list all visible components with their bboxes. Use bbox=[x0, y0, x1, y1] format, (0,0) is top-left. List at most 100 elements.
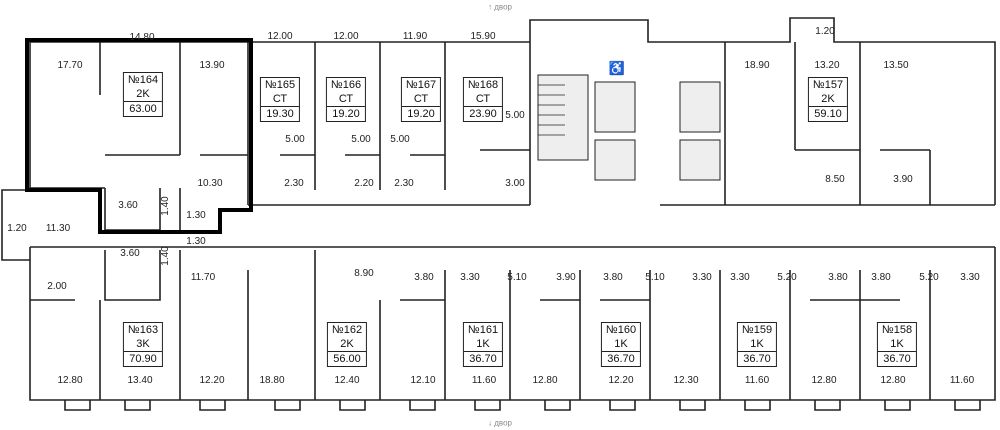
room-area: 11.30 bbox=[45, 223, 71, 234]
room-area: 11.90 bbox=[402, 31, 428, 42]
apartment-number: №161 bbox=[467, 324, 499, 336]
room-area: 5.00 bbox=[505, 110, 525, 121]
room-area: 1.40 bbox=[160, 196, 171, 216]
room-area: 18.90 bbox=[744, 60, 770, 71]
apartment-type: 2K bbox=[136, 88, 150, 100]
room-area: 10.30 bbox=[197, 178, 223, 189]
room-area: 12.20 bbox=[608, 375, 634, 386]
room-area: 3.80 bbox=[603, 272, 623, 283]
room-area: 2.20 bbox=[354, 178, 374, 189]
room-area: 12.30 bbox=[673, 375, 699, 386]
room-area: 3.30 bbox=[960, 272, 980, 283]
room-area: 3.80 bbox=[871, 272, 891, 283]
room-area: 1.30 bbox=[186, 210, 206, 221]
accessibility-icon: ♿ bbox=[608, 60, 626, 76]
apartment-number: №162 bbox=[331, 324, 363, 336]
arrow-down-icon: ↓ bbox=[488, 418, 493, 428]
apartment-type: 2K bbox=[821, 93, 835, 105]
apartment-type: СТ bbox=[475, 93, 491, 105]
yard-label-top: ↑ двор bbox=[488, 3, 512, 12]
room-area: 3.80 bbox=[414, 272, 434, 283]
apartment-area: 70.90 bbox=[123, 351, 163, 366]
room-area: 11.60 bbox=[471, 375, 497, 386]
apartment-number: №164 bbox=[127, 74, 159, 86]
room-area: 12.00 bbox=[333, 31, 359, 42]
room-area: 1.20 bbox=[815, 26, 835, 37]
apartment-number: №158 bbox=[881, 324, 913, 336]
apartment-type: 1K bbox=[750, 338, 764, 350]
room-area: 3.60 bbox=[118, 200, 138, 211]
room-area: 5.20 bbox=[777, 272, 797, 283]
room-area: 12.10 bbox=[410, 375, 436, 386]
room-area: 2.00 bbox=[47, 281, 67, 292]
yard-label-bottom: ↓ двор bbox=[488, 419, 512, 428]
room-area: 13.50 bbox=[883, 60, 909, 71]
apartment-number: №165 bbox=[264, 79, 296, 91]
room-area: 13.90 bbox=[199, 60, 225, 71]
apartment-number: №159 bbox=[741, 324, 773, 336]
room-area: 5.10 bbox=[507, 272, 527, 283]
apartment-area: 36.70 bbox=[737, 351, 777, 366]
apartment-type: СТ bbox=[413, 93, 429, 105]
apartment-number: №157 bbox=[812, 79, 844, 91]
apartment-type: СТ bbox=[272, 93, 288, 105]
room-area: 8.90 bbox=[354, 268, 374, 279]
room-area: 2.30 bbox=[284, 178, 304, 189]
apartment-area: 19.30 bbox=[260, 106, 300, 121]
room-area: 18.80 bbox=[259, 375, 285, 386]
room-area: 11.60 bbox=[949, 375, 975, 386]
room-area: 12.40 bbox=[334, 375, 360, 386]
apartment-area: 59.10 bbox=[808, 106, 848, 121]
apartment-area: 23.90 bbox=[463, 106, 503, 121]
room-area: 3.30 bbox=[730, 272, 750, 283]
room-area: 12.80 bbox=[57, 375, 83, 386]
yard-text: двор bbox=[494, 418, 512, 428]
room-area: 3.00 bbox=[505, 178, 525, 189]
room-area: 12.20 bbox=[199, 375, 225, 386]
arrow-up-icon: ↑ bbox=[488, 2, 493, 12]
room-area: 12.80 bbox=[811, 375, 837, 386]
apartment-type: 1K bbox=[614, 338, 628, 350]
room-area: 15.90 bbox=[470, 31, 496, 42]
room-area: 5.00 bbox=[351, 134, 371, 145]
room-area: 5.10 bbox=[645, 272, 665, 283]
room-area: 3.30 bbox=[692, 272, 712, 283]
apartment-type: 1K bbox=[890, 338, 904, 350]
room-area: 5.20 bbox=[919, 272, 939, 283]
apartment-number: №166 bbox=[330, 79, 362, 91]
room-area: 13.20 bbox=[814, 60, 840, 71]
room-area: 1.20 bbox=[7, 223, 27, 234]
room-area: 2.30 bbox=[394, 178, 414, 189]
room-area: 12.00 bbox=[267, 31, 293, 42]
apartment-area: 36.70 bbox=[463, 351, 503, 366]
apartment-area: 56.00 bbox=[327, 351, 367, 366]
apartment-type: 2K bbox=[340, 338, 354, 350]
room-area: 13.40 bbox=[127, 375, 153, 386]
apartment-area: 19.20 bbox=[401, 106, 441, 121]
room-area: 11.70 bbox=[190, 272, 216, 283]
room-area: 11.60 bbox=[744, 375, 770, 386]
apartment-area: 63.00 bbox=[123, 101, 163, 116]
apartment-type: 1K bbox=[476, 338, 490, 350]
apartment-number: №163 bbox=[127, 324, 159, 336]
apartment-number: №160 bbox=[605, 324, 637, 336]
room-area: 3.30 bbox=[460, 272, 480, 283]
room-area: 3.60 bbox=[120, 248, 140, 259]
room-area: 17.70 bbox=[57, 60, 83, 71]
apartment-type: СТ bbox=[338, 93, 354, 105]
apartment-area: 36.70 bbox=[877, 351, 917, 366]
apartment-type: 3K bbox=[136, 338, 150, 350]
